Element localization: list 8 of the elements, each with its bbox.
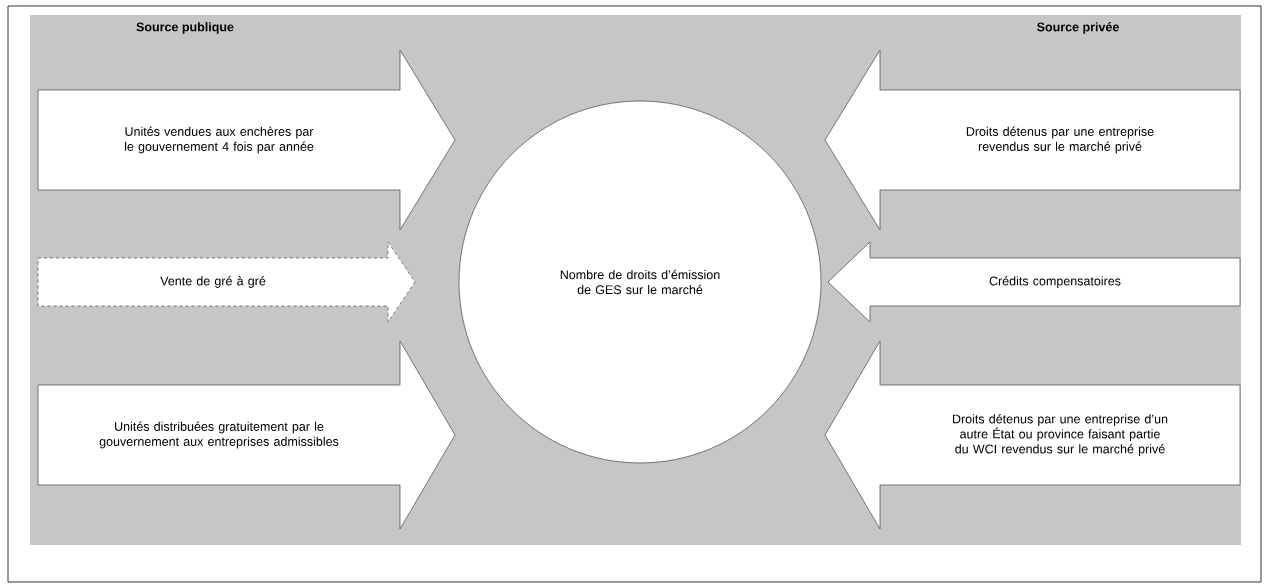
pointer-box: Crédits compensatoires (827, 241, 1241, 323)
pointer-box: Droits détenus par une entreprise d’un autre État ou province faisant partie du WCI revendus sur le marché privé (824, 340, 1241, 530)
heading: Source privée (1037, 22, 1119, 34)
pointer-box: Unités distribuées gratuitement par le gouvernement aux entreprises admissibles (37, 340, 456, 530)
heading: Source publique (136, 22, 234, 34)
pointer-box: Unités vendues aux enchères par le gouvernement 4 fois par année (37, 49, 456, 231)
pointer-box: Vente de gré à gré (37, 241, 416, 323)
pointer-box: Droits détenus par une entreprise revendus sur le marché privé (824, 49, 1241, 231)
